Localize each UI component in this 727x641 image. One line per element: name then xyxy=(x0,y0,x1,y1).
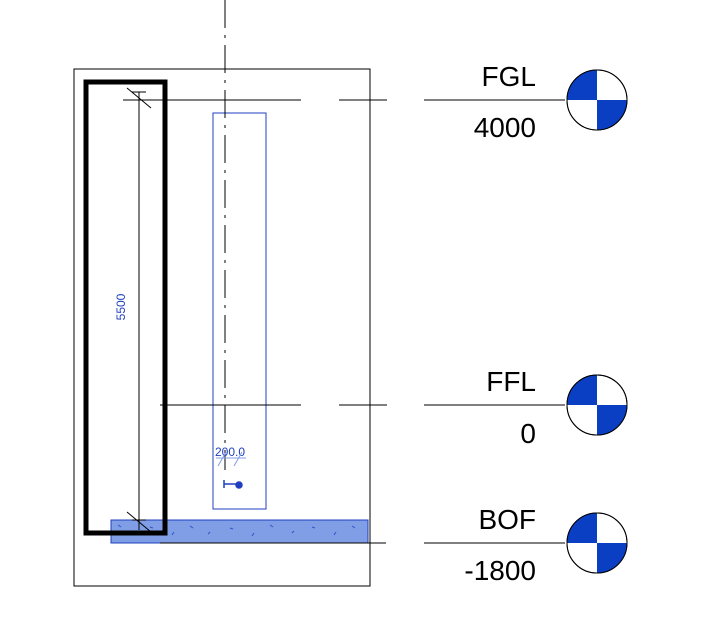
foundation-slab[interactable] xyxy=(110,519,369,544)
thickness-dimension-label: 200.0 xyxy=(215,445,245,459)
section-mark-icon[interactable] xyxy=(223,480,243,489)
level-name-ffl: FFL xyxy=(486,366,536,397)
level-head-icon[interactable] xyxy=(566,374,628,436)
vertical-dimension-label: 5500 xyxy=(114,293,128,320)
thickness-dimension[interactable]: 200.0 xyxy=(215,445,246,467)
level-name-bof: BOF xyxy=(478,504,536,535)
level-elevation-ffl: 0 xyxy=(520,418,536,449)
level-elevation-bof: -1800 xyxy=(464,555,536,586)
level-name-fgl: FGL xyxy=(482,61,536,92)
selected-element-outline[interactable] xyxy=(83,79,168,536)
level-elevation-fgl: 4000 xyxy=(474,112,536,143)
view-boundary xyxy=(73,68,371,587)
level-head-icon[interactable] xyxy=(566,512,628,574)
vertical-dimension[interactable]: 5500 xyxy=(114,87,152,533)
level-head-icon[interactable] xyxy=(566,69,628,131)
wall-element[interactable] xyxy=(212,112,267,510)
